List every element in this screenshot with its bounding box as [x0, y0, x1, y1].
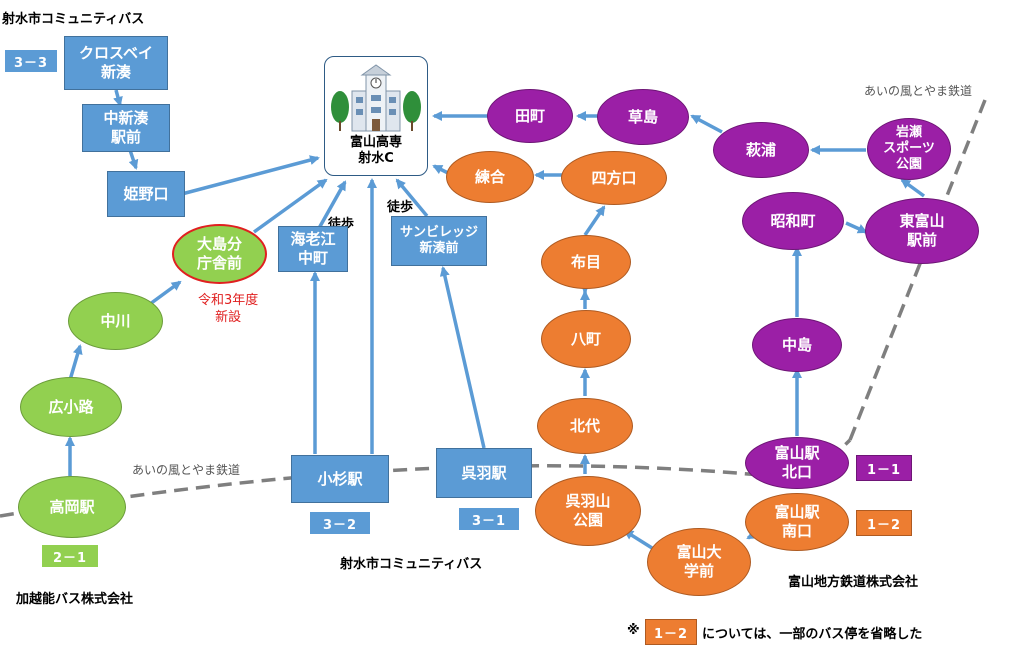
arrow: [583, 205, 606, 236]
route-tag-3-3: 3－3: [5, 50, 57, 72]
stop-hirokoji[interactable]: 広小路: [20, 377, 122, 437]
arrow: [177, 155, 320, 197]
route-tag-3-2: 3－2: [310, 512, 370, 534]
stop-closs-bay[interactable]: クロスベイ 新湊: [64, 36, 168, 90]
arrow: [316, 180, 347, 231]
stop-himenokuchi[interactable]: 姫野口: [107, 171, 185, 217]
stop-toyama-minamiguchi[interactable]: 富山駅 南口: [745, 493, 849, 551]
school-building-icon: [331, 64, 421, 132]
route-tag-1-1: 1－1: [856, 455, 912, 481]
stop-kusajima[interactable]: 草島: [597, 89, 689, 145]
arrow: [113, 89, 123, 107]
railway-label: あいの風とやま鉄道: [132, 463, 241, 477]
stop-showamachi[interactable]: 昭和町: [742, 192, 844, 250]
stop-toyama-kitaguchi[interactable]: 富山駅 北口: [745, 437, 849, 489]
route-tag-2-1: 2－1: [42, 545, 98, 567]
stop-hachimachi[interactable]: 八町: [541, 310, 631, 368]
stop-ebie-nakamachi[interactable]: 海老江 中町: [278, 226, 348, 272]
railway-label: あいの風とやま鉄道: [864, 84, 973, 98]
operator-label-imizu: 射水市コミュニティバス: [2, 12, 145, 27]
stop-toyama-university[interactable]: 富山大 学前: [647, 528, 751, 596]
stop-higashi-toyama[interactable]: 東富山 駅前: [865, 198, 979, 264]
stop-sun-village[interactable]: サンビレッジ 新湊前: [391, 216, 487, 266]
railway-line: [0, 438, 852, 518]
destination-name: 富山高専 射水C: [349, 135, 402, 166]
operator-label-imizu: 射水市コミュニティバス: [340, 557, 483, 572]
stop-takaoka-station[interactable]: 高岡駅: [18, 476, 126, 538]
arrow: [690, 114, 723, 134]
destination-school: 富山高専 射水C: [324, 56, 428, 176]
stop-nakajima[interactable]: 中島: [752, 318, 842, 372]
stop-iwase-sports-park[interactable]: 岩瀬 スポーツ 公園: [867, 118, 951, 180]
stop-kureha-station[interactable]: 呉羽駅: [436, 448, 532, 498]
route-tag-1-2: 1－2: [856, 510, 912, 536]
stop-oshimabun[interactable]: 大島分 庁舎前: [172, 224, 267, 284]
stop-kitadai[interactable]: 北代: [537, 398, 633, 454]
operator-label-chitetsu: 富山地方鉄道株式会社: [788, 575, 919, 590]
stop-hagiura[interactable]: 萩浦: [713, 122, 809, 178]
arrow: [128, 149, 139, 170]
new-stop-note: 令和3年度 新設: [198, 293, 259, 325]
arrow: [395, 178, 429, 218]
stop-yokatamachi[interactable]: 四方口: [561, 151, 667, 205]
stop-naka-shinminato[interactable]: 中新湊 駅前: [82, 104, 170, 152]
footnote-mark: ※: [627, 623, 640, 638]
walk-label: 徒歩: [387, 200, 414, 215]
footnote-text: については、一部のバス停を省略した: [702, 627, 923, 642]
route-tag-3-1: 3－1: [459, 508, 519, 530]
stop-kosugi-station[interactable]: 小杉駅: [291, 455, 389, 503]
arrow: [900, 178, 926, 198]
stop-neriai[interactable]: 練合: [446, 151, 534, 203]
arrow: [432, 164, 449, 175]
arrow: [252, 178, 328, 234]
arrow: [148, 280, 182, 306]
stop-nunome[interactable]: 布目: [541, 235, 631, 289]
arrow: [68, 344, 83, 381]
operator-label-kaetsuno: 加越能バス株式会社: [16, 592, 134, 607]
arrow: [845, 221, 868, 234]
stop-kureha-park[interactable]: 呉羽山 公園: [535, 476, 641, 546]
stop-tamachi[interactable]: 田町: [487, 89, 573, 143]
stop-nakagawa[interactable]: 中川: [68, 292, 163, 350]
railway-line-east: [848, 99, 987, 441]
footnote-route-tag: 1－2: [645, 619, 697, 645]
arrow: [439, 266, 486, 449]
